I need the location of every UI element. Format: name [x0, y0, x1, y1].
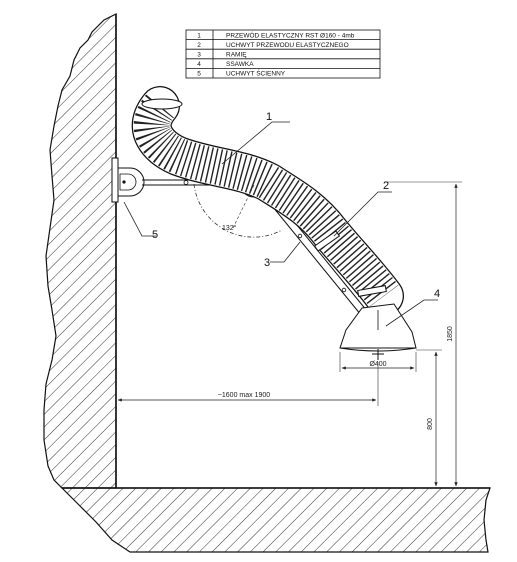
- height-dimension-1850: 1850: [384, 181, 462, 487]
- legend-row-2-num: 2: [197, 42, 201, 49]
- legend-row-5-num: 5: [197, 71, 201, 78]
- wall: [43, 13, 117, 489]
- legend-row-4-num: 4: [197, 61, 201, 68]
- height-dimension-800: 800: [416, 349, 442, 487]
- reach-dimension: ~1600 max 1900: [117, 362, 379, 406]
- legend-row-1-text: PRZEWÓD ELASTYCZNY RST Ø160 - 4mb: [226, 30, 355, 39]
- angle-label: 132°: [222, 224, 237, 232]
- flexible-hose: [131, 86, 404, 316]
- legend-row-1-num: 1: [197, 32, 201, 39]
- callout-5: 5: [152, 229, 158, 241]
- legend-row-2-text: UCHWYT PRZEWODU ELASTYCZNEGO: [226, 42, 349, 49]
- wall-bracket: [111, 157, 145, 203]
- reach-label: ~1600 max 1900: [218, 392, 270, 399]
- legend-table: 1 PRZEWÓD ELASTYCZNY RST Ø160 - 4mb 2 UC…: [185, 29, 381, 79]
- callout-leaders: [123, 121, 438, 327]
- callout-4: 4: [434, 288, 440, 300]
- legend-row-5-text: UCHWYT ŚCIENNY: [226, 69, 286, 78]
- legend-row-4-text: SSAWKA: [226, 61, 254, 68]
- floor: [60, 487, 491, 553]
- angle-dimension: 132°: [193, 183, 283, 238]
- height-1850-label: 1850: [447, 326, 454, 342]
- hose-holder: [313, 230, 387, 297]
- legend-row-3-text: RAMIĘ: [226, 52, 247, 59]
- callout-1: 1: [266, 111, 272, 123]
- callout-3: 3: [264, 257, 270, 269]
- suction-hood: [339, 303, 417, 360]
- height-800-label: 800: [427, 418, 434, 430]
- callout-2: 2: [383, 180, 389, 192]
- legend-row-3-num: 3: [197, 52, 201, 59]
